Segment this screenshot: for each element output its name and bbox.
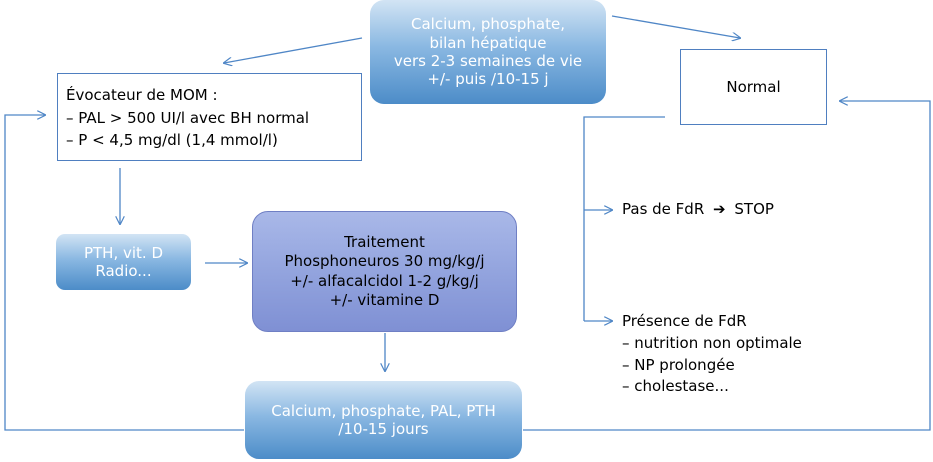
- top-box-line-2: bilan hépatique: [429, 33, 547, 52]
- normal-box-label: Normal: [726, 78, 781, 96]
- mom-box-line-2: – P < 4,5 mg/dl (1,4 mmol/l): [66, 131, 278, 149]
- arrow-top-to-mom: [224, 37, 363, 63]
- stop-text: STOP: [734, 200, 774, 218]
- no-risk-text: Pas de FdR: [622, 200, 705, 218]
- risk-item-1: – nutrition non optimale: [622, 333, 802, 352]
- top-box: Calcium, phosphate, bilan hépatique vers…: [370, 0, 606, 104]
- arrow-bottom-loop-to-mom: [4, 115, 244, 431]
- mom-box-line-1: – PAL > 500 UI/l avec BH normal: [66, 108, 310, 127]
- pth-box-line-2: Radio...: [95, 262, 152, 280]
- risk-item-3: – cholestase...: [622, 377, 729, 396]
- treatment-line-1: Phosphoneuros 30 mg/kg/j: [284, 252, 485, 270]
- bottom-box: Calcium, phosphate, PAL, PTH /10-15 jour…: [245, 381, 522, 459]
- treatment-title: Traitement: [344, 232, 425, 251]
- risk-block: Présence de FdR – nutrition non optimale…: [622, 311, 802, 398]
- top-box-line-1: Calcium, phosphate,: [410, 15, 566, 34]
- bottom-box-line-1: Calcium, phosphate, PAL, PTH: [271, 401, 496, 420]
- risk-title: Présence de FdR: [622, 312, 747, 330]
- pth-box: PTH, vit. D Radio...: [56, 234, 191, 290]
- arrow-bottom-loop-to-normal: [523, 101, 931, 431]
- risk-list: – nutrition non optimale – NP prolongée …: [622, 333, 802, 398]
- treatment-box: Traitement Phosphoneuros 30 mg/kg/j +/- …: [252, 211, 517, 332]
- top-box-line-4: +/- puis /10-15 j: [427, 70, 549, 89]
- normal-box: Normal: [680, 49, 827, 125]
- arrow-right-icon: ➔: [713, 200, 726, 218]
- pth-box-line-1: PTH, vit. D: [83, 243, 164, 262]
- mom-box: Évocateur de MOM : – PAL > 500 UI/l avec…: [57, 73, 362, 161]
- no-risk-label: Pas de FdR ➔ STOP: [622, 200, 774, 218]
- arrow-top-to-normal: [611, 15, 740, 38]
- bottom-box-line-2: /10-15 jours: [338, 420, 429, 438]
- normal-branch-line: [583, 116, 665, 321]
- top-box-line-3: vers 2-3 semaines de vie: [393, 52, 583, 70]
- treatment-line-3: +/- vitamine D: [329, 291, 440, 309]
- risk-item-2: – NP prolongée: [622, 355, 735, 374]
- mom-box-title: Évocateur de MOM :: [66, 86, 218, 104]
- treatment-line-2: +/- alfacalcidol 1-2 g/kg/j: [290, 271, 479, 290]
